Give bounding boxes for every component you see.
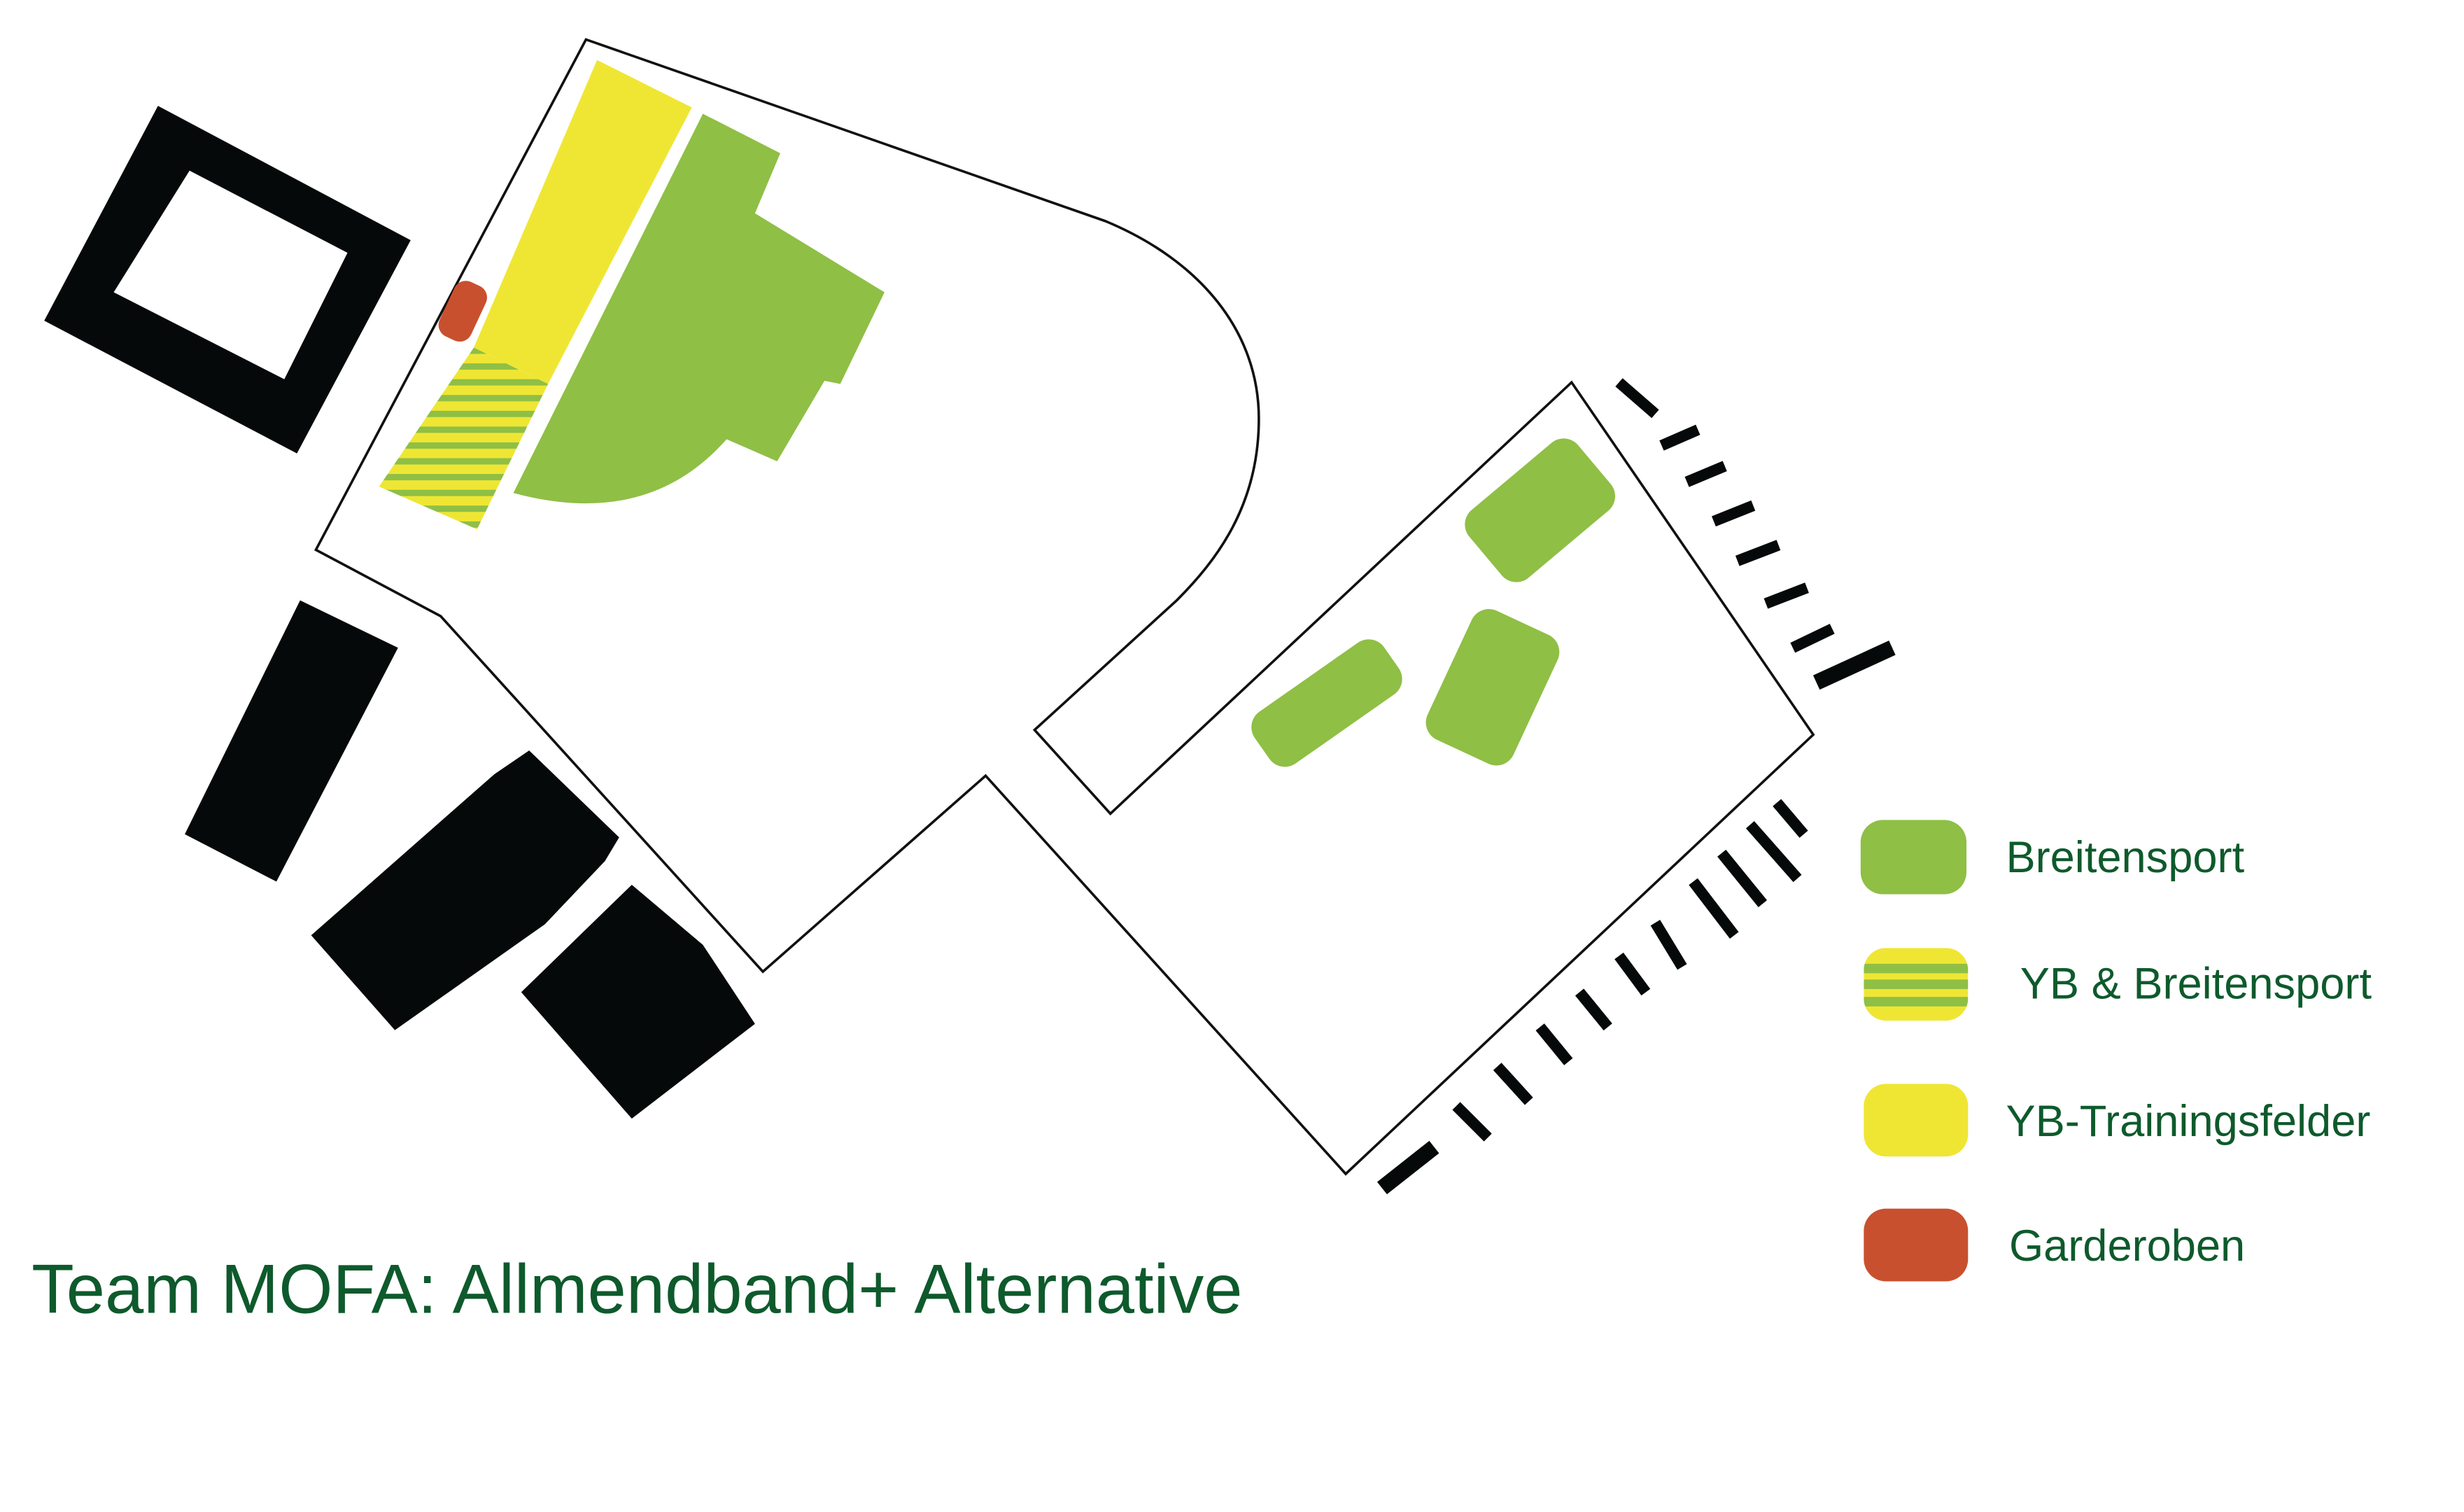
field-yb-training bbox=[474, 59, 692, 384]
building bbox=[311, 750, 619, 1030]
legend-swatch-yb-training bbox=[1864, 1084, 1969, 1157]
page-title: Team MOFA: Allmendband+ Alternative bbox=[31, 1251, 1242, 1329]
field-breitensport bbox=[1465, 438, 1615, 582]
legend-label: Breitensport bbox=[2006, 833, 2244, 882]
legend-label: YB & Breitensport bbox=[2020, 959, 2372, 1008]
building bbox=[185, 600, 398, 882]
field-breitensport-main bbox=[513, 113, 885, 504]
field-breitensport bbox=[1425, 609, 1560, 766]
building bbox=[521, 884, 755, 1119]
legend-label: YB-Trainingsfelder bbox=[2006, 1097, 2370, 1146]
legend-swatch-yb-breitensport bbox=[1864, 948, 1969, 1021]
site-boundary bbox=[314, 38, 1815, 1176]
legend-swatch-garderoben bbox=[1864, 1208, 1969, 1282]
legend: Breitensport YB & Breitensport YB-Traini… bbox=[1860, 820, 2372, 1282]
field-yb-breitensport bbox=[379, 347, 549, 530]
garderobe bbox=[438, 281, 488, 342]
field-breitensport bbox=[1251, 639, 1402, 767]
building-frame bbox=[44, 106, 411, 454]
parking-marks bbox=[1377, 378, 1896, 1195]
legend-swatch-breitensport bbox=[1860, 820, 1967, 895]
legend-label: Garderoben bbox=[2009, 1222, 2245, 1270]
